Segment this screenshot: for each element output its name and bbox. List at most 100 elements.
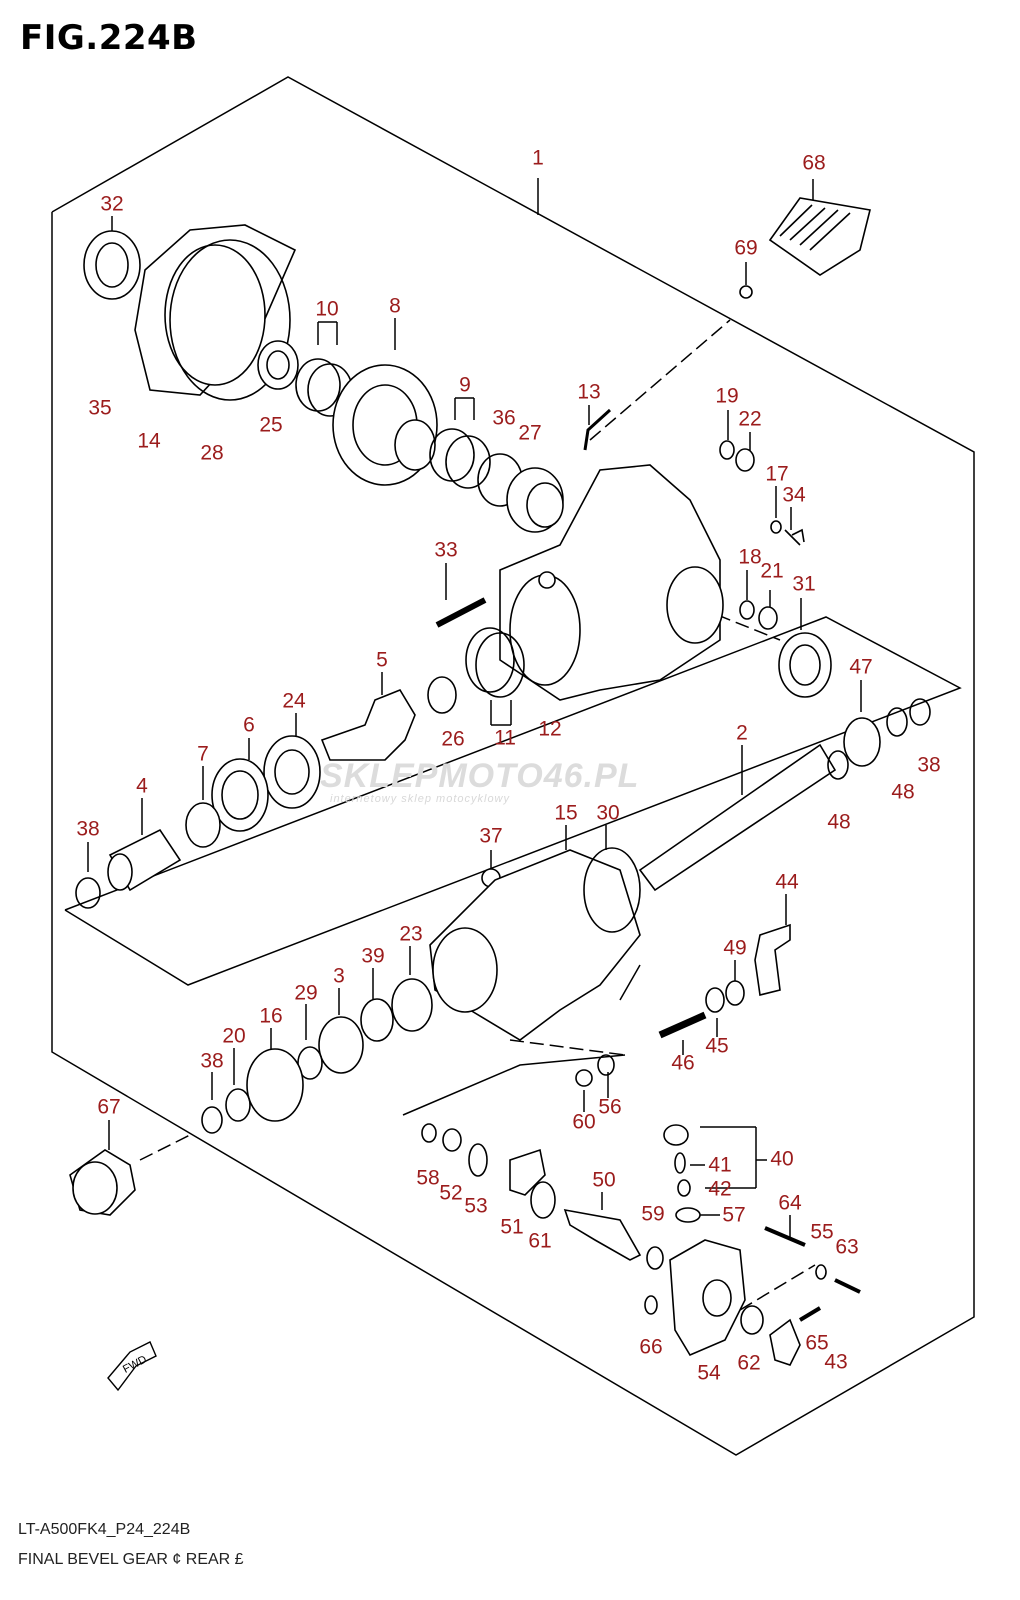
cam-51 (509, 1148, 546, 1196)
callout-65: 65 (805, 1331, 829, 1355)
figure-title: FIG.224B (20, 18, 198, 58)
callout-30: 30 (596, 801, 620, 825)
bolt-60 (575, 1069, 593, 1087)
callout-20: 20 (222, 1024, 246, 1048)
callout-33: 33 (434, 538, 458, 562)
callout-28: 28 (200, 441, 224, 465)
callout-68: 68 (802, 151, 826, 175)
seal-62 (740, 1305, 764, 1335)
callout-52: 52 (439, 1181, 463, 1205)
callout-46: 46 (671, 1051, 695, 1075)
callout-11: 11 (494, 726, 516, 750)
callout-57: 57 (722, 1203, 746, 1227)
figure-caption: FINAL BEVEL GEAR ¢ REAR £ (18, 1551, 244, 1568)
callout-42: 42 (708, 1177, 732, 1201)
callout-23: 23 (399, 922, 423, 946)
washer-58 (421, 1123, 437, 1143)
boot-68 (768, 197, 871, 276)
callout-43: 43 (824, 1350, 848, 1374)
callout-9: 9 (459, 373, 471, 397)
stud-33 (435, 597, 487, 628)
circlip-39 (360, 998, 394, 1042)
circlip-38-c (201, 1106, 223, 1134)
callout-2: 2 (736, 721, 748, 745)
callout-53: 53 (464, 1194, 488, 1218)
callout-50: 50 (592, 1168, 616, 1192)
callout-54: 54 (697, 1361, 721, 1385)
bracket-43 (769, 1318, 801, 1366)
pin-42 (677, 1179, 691, 1197)
washer-19 (719, 440, 735, 460)
bolt-34 (784, 528, 805, 546)
callout-69: 69 (734, 236, 758, 260)
bolt-64 (764, 1226, 806, 1247)
gear-47 (843, 717, 881, 767)
callout-67: 67 (97, 1095, 121, 1119)
callout-38-a: 38 (917, 753, 941, 777)
washer-20 (225, 1088, 251, 1122)
plug-22 (735, 448, 755, 472)
washer-48-b (886, 707, 908, 737)
callout-48-a: 48 (891, 780, 915, 804)
circlip-38-b (909, 698, 931, 726)
callout-32: 32 (100, 192, 124, 216)
spring-53 (468, 1143, 488, 1177)
callout-7: 7 (197, 742, 209, 766)
callout-61: 61 (528, 1229, 552, 1253)
callout-14: 14 (137, 429, 161, 453)
plug-40 (663, 1124, 689, 1146)
callout-40: 40 (770, 1147, 794, 1171)
callout-62: 62 (737, 1351, 761, 1375)
callout-31: 31 (792, 572, 816, 596)
callout-6: 6 (243, 713, 255, 737)
bearing-61 (530, 1181, 556, 1219)
pin-66 (644, 1295, 658, 1315)
callout-24: 24 (282, 689, 306, 713)
washer-18 (739, 600, 755, 620)
drive-shaft-2 (638, 743, 837, 892)
callout-55: 55 (810, 1220, 834, 1244)
callout-18: 18 (738, 545, 762, 569)
washer-56 (597, 1054, 615, 1076)
bolt-65 (798, 1306, 822, 1322)
watermark-brand: SKLEPMOTO46.PL (320, 757, 640, 795)
plug-21 (758, 606, 778, 630)
callout-27: 27 (518, 421, 542, 445)
needle-bearing-26 (427, 676, 457, 714)
spacer-7 (185, 802, 221, 848)
callout-41: 41 (708, 1153, 732, 1177)
spring-45 (705, 987, 725, 1013)
bolt-63 (834, 1278, 861, 1294)
callout-66: 66 (639, 1335, 663, 1359)
callout-64: 64 (778, 1191, 802, 1215)
collar-49 (725, 980, 745, 1006)
callout-22: 22 (738, 407, 762, 431)
callout-38-c: 38 (200, 1049, 224, 1073)
callout-60: 60 (572, 1110, 596, 1134)
washer-17 (770, 520, 782, 534)
callout-47: 47 (849, 655, 873, 679)
washer-48-a (827, 750, 849, 780)
callout-38-b: 38 (76, 817, 100, 841)
shaft-50 (563, 1208, 642, 1261)
shim-10 (295, 358, 341, 412)
o-ring-28 (169, 239, 291, 401)
callout-19: 19 (715, 384, 739, 408)
callout-39: 39 (361, 944, 385, 968)
callout-5: 5 (376, 648, 388, 672)
callout-45: 45 (705, 1034, 729, 1058)
callout-25: 25 (259, 413, 283, 437)
callout-63: 63 (835, 1235, 859, 1259)
callout-29: 29 (294, 981, 318, 1005)
seal-3 (318, 1016, 364, 1074)
pinion-gear-5 (320, 689, 416, 761)
o-ring-57 (675, 1207, 701, 1223)
callout-51: 51 (500, 1215, 524, 1239)
callout-59: 59 (641, 1202, 665, 1226)
breather-13 (583, 408, 612, 451)
callout-48-b: 48 (827, 810, 851, 834)
callout-3: 3 (333, 964, 345, 988)
fwd-arrow (107, 1341, 157, 1392)
callout-8: 8 (389, 294, 401, 318)
